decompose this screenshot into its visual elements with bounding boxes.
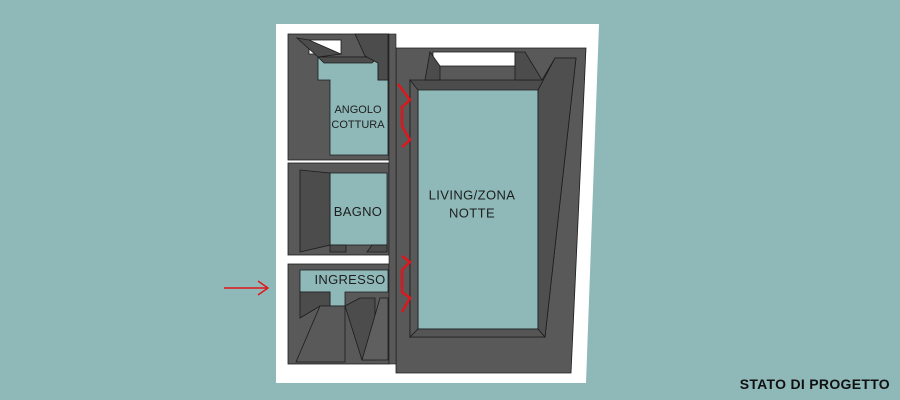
kitchen-label-line2: COTTURA (331, 119, 385, 131)
living-label-line2: NOTTE (448, 205, 496, 220)
living-label: LIVING/ZONA NOTTE (429, 186, 516, 221)
highlight-wall-lower (400, 255, 412, 313)
living-label-line1: LIVING/ZONA (428, 187, 516, 203)
bathroom-label-text: BAGNO (333, 204, 383, 220)
partition-wall (388, 33, 397, 365)
living-room (395, 47, 587, 374)
bathroom-label: BAGNO (334, 203, 382, 221)
bathroom-room (287, 162, 390, 256)
arrow-right-icon (224, 280, 270, 296)
kitchen-label: ANGOLO COTTURA (331, 103, 384, 133)
kitchen-label-line1: ANGOLO (334, 104, 382, 117)
plan-caption: STATO DI PROGETTO (739, 376, 890, 392)
kitchen-room (287, 33, 390, 161)
entrance-label-text: INGRESSO (314, 272, 386, 288)
highlight-wall-upper (397, 83, 412, 148)
entrance-label: INGRESSO (314, 271, 385, 289)
